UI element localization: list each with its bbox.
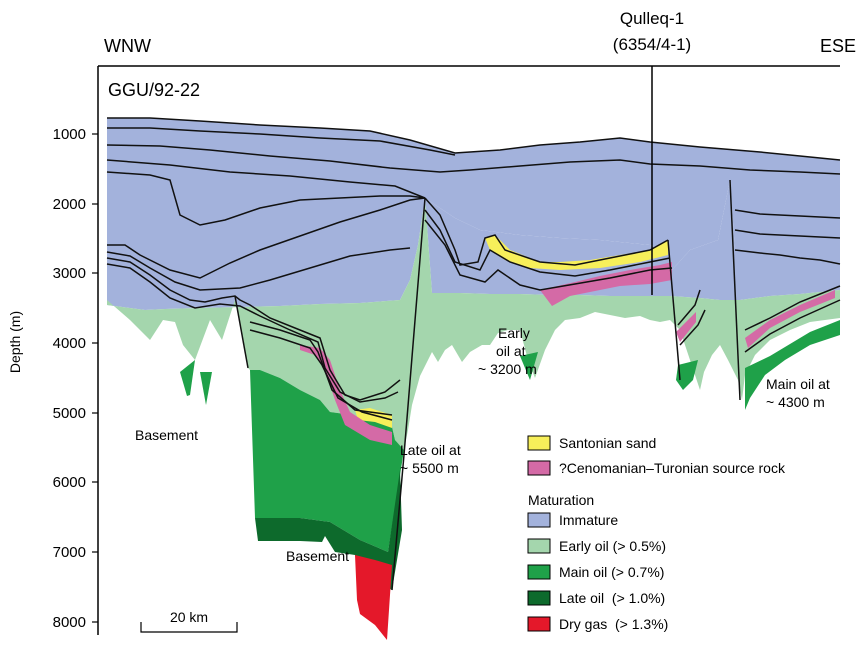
legend-label-early-oil: Early oil (> 0.5%) (559, 538, 666, 554)
legend-swatch-dry-gas (527, 616, 551, 632)
main-oil-zone-center (520, 352, 538, 380)
main-oil-zone-spike-1 (180, 360, 195, 396)
fault-line (234, 295, 249, 369)
depth-tick-label: 5000 (53, 405, 86, 422)
horizon-line (107, 197, 426, 279)
legend-label-immature: Immature (559, 512, 618, 528)
basement-label-left: Basement (135, 427, 198, 443)
early-oil-depth: ~ 3200 m (478, 361, 537, 377)
depth-tick-label: 1000 (53, 126, 86, 143)
main-oil-zone-spike-2 (200, 372, 212, 405)
horizon-line (106, 159, 426, 199)
horizon-line (744, 299, 841, 353)
direction-right: ESE (820, 36, 856, 56)
scale-bar-line (140, 622, 238, 633)
immature-zone-lower (107, 198, 425, 310)
legend-label-dry-gas: Dry gas (> 1.3%) (559, 616, 668, 632)
horizon-line (107, 127, 456, 156)
legend-swatch-early-oil (527, 538, 551, 554)
horizon-line (424, 197, 669, 266)
depth-tick-label: 7000 (53, 544, 86, 561)
legend-swatch-source-rock (527, 460, 551, 476)
horizon-line (734, 229, 841, 239)
depth-tick-label: 3000 (53, 265, 86, 282)
early-oil-zone (107, 198, 840, 450)
horizon-line (106, 263, 399, 403)
early-oil-label: Early (498, 325, 530, 341)
horizon-line (734, 209, 841, 219)
horizon-line (106, 247, 411, 291)
horizon-line (106, 171, 426, 226)
well-id: (6354/4-1) (613, 35, 691, 54)
horizon-line (744, 285, 841, 331)
horizon-line (249, 321, 393, 416)
direction-left: WNW (104, 36, 151, 56)
horizon-line (424, 209, 671, 277)
horizons (106, 117, 841, 591)
depth-axis-label: Depth (m) (7, 311, 23, 373)
fault-line (667, 239, 681, 381)
late-oil-depth: ~ 5500 m (400, 460, 459, 476)
immature-zone-east (425, 180, 840, 300)
source-rock-trough (300, 345, 392, 445)
depth-tick-label: 2000 (53, 196, 86, 213)
well-name: Qulleq-1 (620, 9, 684, 28)
late-oil-label: Late oil at (400, 442, 461, 458)
legend-label-santonian-sand: Santonian sand (559, 435, 656, 451)
legend-swatch-late-oil (527, 590, 551, 606)
main-oil-zone-trough (250, 370, 404, 552)
early-oil-label-2: oil at (496, 343, 526, 359)
legend-label-main-oil: Main oil (> 0.7%) (559, 564, 664, 580)
source-rock-east-fault-2 (745, 290, 835, 348)
legend-swatch-main-oil (527, 564, 551, 580)
main-oil-zone-east-1 (676, 360, 698, 390)
scale-bar: 20 km (140, 609, 238, 633)
depth-tick-label: 4000 (53, 335, 86, 352)
legend-swatch-santonian-sand (527, 435, 551, 451)
section-id: GGU/92-22 (108, 80, 200, 100)
horizon-line (734, 249, 841, 265)
source-rock-east (540, 262, 672, 306)
dry-gas-zone (355, 555, 392, 640)
horizon-line (249, 329, 393, 421)
source-rock-east-fault-1 (676, 312, 696, 342)
legend: Santonian sand ?Cenomanian–Turonian sour… (527, 435, 786, 632)
fault-line (391, 197, 426, 591)
horizon-line (107, 117, 841, 161)
depth-tick-label: 6000 (53, 474, 86, 491)
legend-swatch-immature (527, 512, 551, 528)
legend-label-source-rock: ?Cenomanian–Turonian source rock (559, 460, 786, 476)
legend-maturation-title: Maturation (528, 492, 594, 508)
main-oil-depth: ~ 4300 m (766, 394, 825, 410)
horizon-line (677, 289, 701, 326)
main-oil-zone-east-2 (745, 320, 840, 410)
santonian-sand-east (485, 235, 668, 270)
scale-bar-label: 20 km (170, 609, 208, 625)
annotations: Basement Basement Late oil at ~ 5500 m E… (135, 325, 830, 564)
horizon-line (679, 309, 706, 346)
depth-tick-label: 8000 (53, 614, 86, 631)
legend-label-late-oil: Late oil (> 1.0%) (559, 590, 665, 606)
fault-line (729, 179, 741, 401)
horizon-line (106, 144, 841, 175)
basement-label-bottom: Basement (286, 548, 349, 564)
main-oil-label: Main oil at (766, 376, 830, 392)
horizon-line (424, 219, 673, 291)
depth-axis: 1000 2000 3000 4000 5000 6000 7000 8000 … (7, 65, 840, 635)
